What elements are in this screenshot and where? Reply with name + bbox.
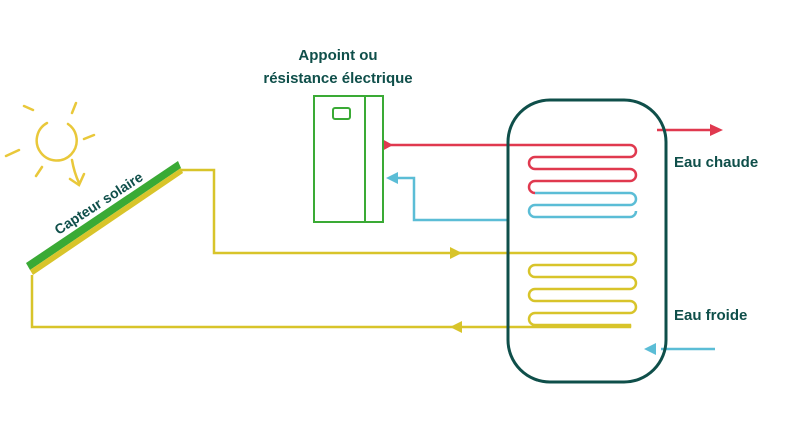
backup-heater-unit — [313, 95, 384, 223]
hot-water-pipe — [390, 128, 714, 195]
cold-water-label: Eau froide — [674, 307, 748, 324]
solar-loop-pipe — [30, 168, 638, 329]
solar-flow-arrow-in — [450, 247, 462, 259]
hot-water-arrow — [710, 124, 723, 136]
cold-return-pipe — [392, 176, 715, 351]
solar-collector-panel — [26, 161, 183, 275]
sun-icon — [4, 101, 96, 187]
heater-hot-arrow — [382, 139, 393, 151]
backup-heater-label-line1: Appoint ou — [298, 47, 378, 64]
backup-heater-label: Appoint ou résistance électrique — [232, 44, 444, 90]
cold-water-arrow — [644, 343, 656, 355]
backup-heater-label-line2: résistance électrique — [263, 70, 413, 87]
storage-tank — [506, 98, 668, 384]
heater-return-arrow — [386, 172, 398, 184]
solar-flow-arrow-out — [450, 321, 462, 333]
hot-water-label: Eau chaude — [674, 154, 759, 171]
